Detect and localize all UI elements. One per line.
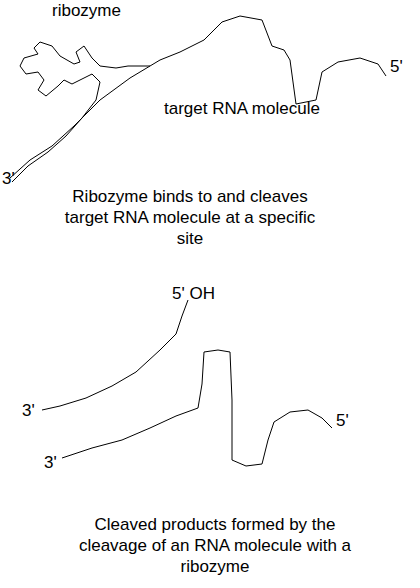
ribozyme-strand: [12, 42, 150, 182]
part-name: target RNA molecule: [164, 98, 320, 119]
target-rna-strand: [10, 16, 386, 178]
caption-text: Ribozyme binds to and cleaves target RNA…: [60, 186, 320, 249]
cleaved-fragment-2: [62, 350, 332, 466]
end-label: 5': [390, 56, 403, 77]
end-label: 5': [336, 410, 349, 431]
end-label: 3': [2, 168, 15, 189]
part-name: ribozyme: [52, 0, 121, 21]
end-label: 3': [44, 452, 57, 473]
caption-text: Cleaved products formed by the cleavage …: [70, 514, 360, 577]
end-label: 5' OH: [172, 283, 215, 304]
end-label: 3': [22, 400, 35, 421]
cleaved-fragment-1: [42, 300, 188, 410]
